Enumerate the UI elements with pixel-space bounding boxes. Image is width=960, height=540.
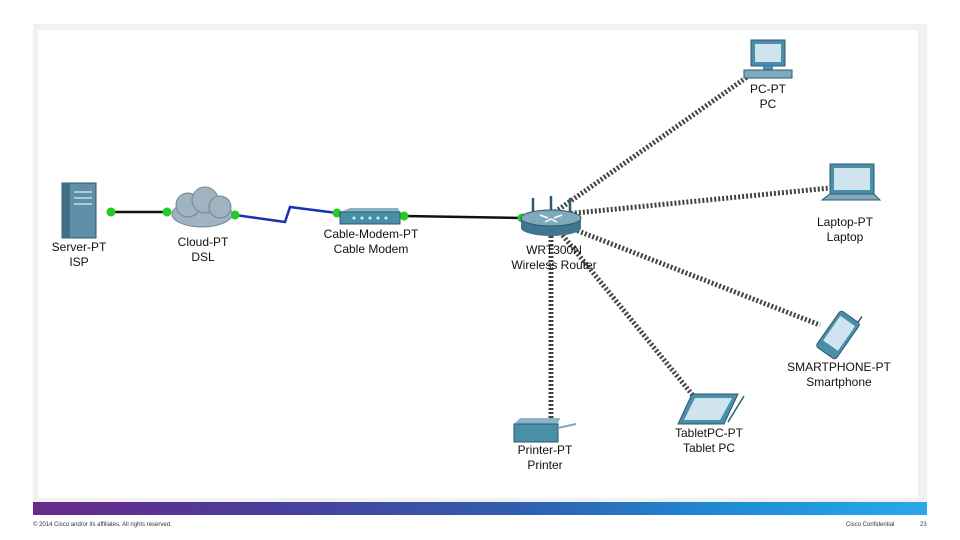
- tablet-icon[interactable]: [677, 393, 745, 425]
- router-label: WRT300N Wireless Router: [511, 243, 596, 273]
- laptop-type: Laptop-PT: [816, 215, 874, 229]
- wireless-link-pc: [553, 72, 752, 215]
- router-type: WRT300N: [526, 243, 582, 257]
- printer-label: Printer-PT Printer: [518, 443, 573, 473]
- link-up-dot: [106, 207, 116, 217]
- tablet-name: Tablet PC: [682, 441, 736, 455]
- link-up-dot: [399, 211, 409, 221]
- copyright-text: © 2014 Cisco and/or its affiliates. All …: [33, 522, 172, 528]
- router-name: Wireless Router: [511, 258, 597, 272]
- page-number: 23: [920, 522, 927, 528]
- pc-name: PC: [759, 97, 777, 111]
- pc-icon[interactable]: [743, 39, 793, 79]
- cloud-label: Cloud-PT DSL: [178, 235, 229, 265]
- modem-name: Cable Modem: [333, 242, 409, 256]
- footer-gradient-bar: [33, 502, 927, 515]
- link-up-dot: [332, 208, 342, 218]
- confidential-text: Cisco Confidential: [846, 522, 895, 528]
- server-label: Server-PT ISP: [52, 240, 107, 270]
- cloud-name: DSL: [191, 250, 215, 264]
- cloud-icon[interactable]: [171, 186, 233, 228]
- tablet-label: TabletPC-PT Tablet PC: [675, 426, 743, 456]
- smartphone-name: Smartphone: [806, 375, 872, 389]
- link-modem-router: [403, 214, 523, 220]
- modem-label: Cable-Modem-PT Cable Modem: [324, 227, 419, 257]
- server-name: ISP: [69, 255, 89, 269]
- laptop-name: Laptop: [826, 230, 864, 244]
- printer-icon[interactable]: [513, 418, 577, 443]
- server-icon[interactable]: [61, 182, 97, 239]
- printer-name: Printer: [527, 458, 563, 472]
- cloud-type: Cloud-PT: [177, 235, 229, 249]
- server-type: Server-PT: [51, 240, 107, 254]
- wireless-link-tablet: [553, 224, 697, 400]
- smartphone-label: SMARTPHONE-PT Smartphone: [787, 360, 891, 390]
- modem-type: Cable-Modem-PT: [323, 227, 419, 241]
- pc-label: PC-PT PC: [750, 82, 786, 112]
- smartphone-type: SMARTPHONE-PT: [787, 360, 891, 374]
- tablet-type: TabletPC-PT: [674, 426, 744, 440]
- wireless-links: [548, 72, 831, 418]
- wireless-router-icon[interactable]: [520, 196, 582, 236]
- pc-type: PC-PT: [750, 82, 786, 96]
- link-cloud-modem: [234, 205, 338, 224]
- smartphone-icon[interactable]: [816, 304, 865, 360]
- link-up-dot: [230, 210, 240, 220]
- wireless-link-laptop: [554, 185, 831, 218]
- wireless-link-smartphone: [554, 219, 821, 328]
- laptop-label: Laptop-PT Laptop: [817, 215, 873, 245]
- topology-canvas: [38, 30, 918, 498]
- printer-type: Printer-PT: [517, 443, 573, 457]
- link-up-dot: [162, 207, 172, 217]
- cable-modem-icon[interactable]: [339, 208, 401, 225]
- laptop-icon[interactable]: [820, 163, 882, 201]
